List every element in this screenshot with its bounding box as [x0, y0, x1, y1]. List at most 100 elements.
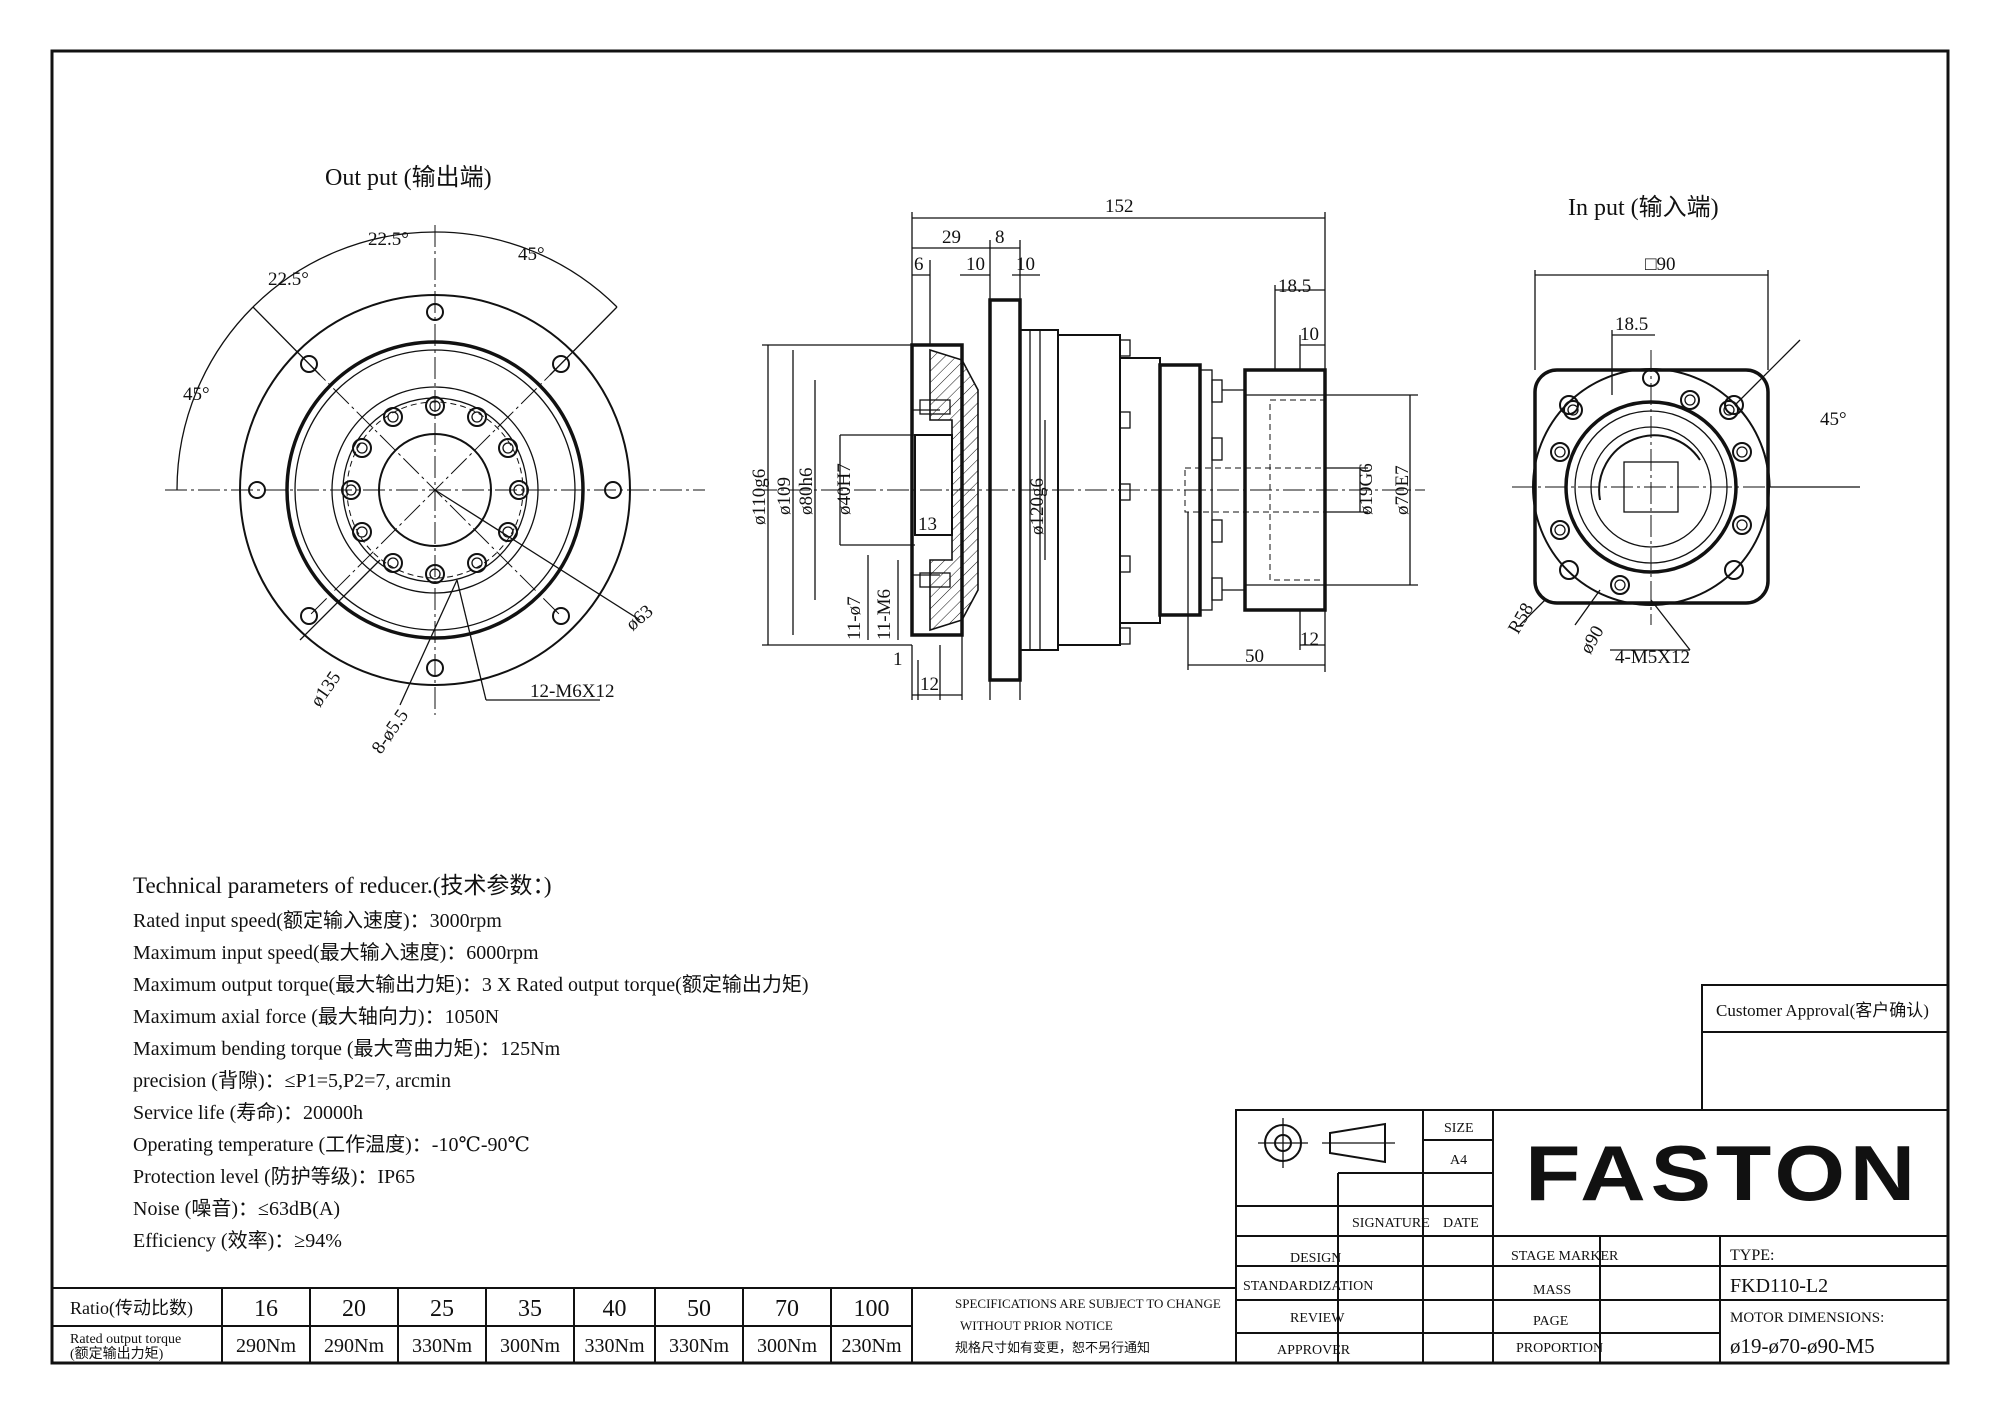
motor-dimensions-label: MOTOR DIMENSIONS: — [1730, 1310, 1884, 1326]
customer-approval-label: Customer Approval(客户确认) — [1716, 1001, 1929, 1020]
side-dia-19: ø19G6 — [1356, 463, 1377, 515]
torque-value: 300Nm — [500, 1335, 560, 1357]
side-dia-7: 11-ø7 — [844, 596, 865, 640]
side-len-152: 152 — [1105, 196, 1134, 217]
date-label: DATE — [1443, 1216, 1479, 1231]
torque-value: 330Nm — [585, 1335, 645, 1357]
output-angle-top: 22.5° — [368, 229, 409, 250]
input-view: In put (输入端) □90 18.5 4 — [1504, 194, 1860, 668]
size-value: A4 — [1450, 1153, 1467, 1168]
input-holes: 4-M5X12 — [1615, 647, 1690, 668]
motor-dimensions-value: ø19-ø70-ø90-M5 — [1730, 1334, 1875, 1358]
title-block: SIZE A4 SIGNATURE DATE DESIGN STANDARDIZ… — [1235, 1109, 1949, 1364]
output-holes-8: 8-ø5.5 — [368, 706, 413, 758]
stage-marker-label: STAGE MARKER — [1511, 1249, 1619, 1264]
design-label: DESIGN — [1290, 1251, 1341, 1266]
tech-line: Service life (寿命)：20000h — [133, 1101, 363, 1124]
tech-line: Protection level (防护等级)：IP65 — [133, 1165, 415, 1188]
output-12-tapped-holes — [341, 396, 529, 584]
side-len-10a: 10 — [966, 254, 985, 275]
output-holes-12: 12-M6X12 — [530, 681, 614, 702]
standardization-label: STANDARDIZATION — [1243, 1279, 1373, 1294]
output-dia-63: ø63 — [622, 601, 657, 635]
torque-value: 300Nm — [757, 1335, 817, 1357]
tech-line: Operating temperature (工作温度)：-10℃-90℃ — [133, 1133, 530, 1156]
notice-line-3: 规格尺寸如有变更，恕不另行通知 — [955, 1340, 1150, 1355]
mass-label: MASS — [1533, 1283, 1571, 1298]
side-len-29: 29 — [942, 227, 961, 248]
tech-line: Maximum input speed(最大输入速度)：6000rpm — [133, 941, 539, 964]
side-len-18-5: 18.5 — [1278, 276, 1311, 297]
tech-line: Maximum output torque(最大输出力矩)：3 X Rated … — [133, 973, 808, 996]
input-dia-90: ø90 — [1576, 622, 1608, 657]
input-view-title: In put (输入端) — [1568, 194, 1719, 221]
output-view-title: Out put (输出端) — [325, 164, 492, 191]
side-len-13: 13 — [918, 514, 937, 535]
type-label: TYPE: — [1730, 1247, 1774, 1264]
torque-value: 290Nm — [324, 1335, 384, 1357]
ratio-table: Ratio(传动比数) Rated output torque (额定输出力矩)… — [51, 1287, 1237, 1364]
output-angle-left-upper: 22.5° — [268, 269, 309, 290]
notice-line-1: SPECIFICATIONS ARE SUBJECT TO CHANGE — [955, 1296, 1221, 1311]
side-len-8: 8 — [995, 227, 1005, 248]
side-m6: 11-M6 — [874, 589, 895, 640]
output-angle-right: 45° — [518, 244, 545, 265]
ratio-value: 50 — [687, 1296, 711, 1322]
torque-value: 290Nm — [236, 1335, 296, 1357]
output-view: Out put (输出端) — [165, 164, 705, 758]
side-len-1: 1 — [893, 649, 903, 670]
torque-label: Rated output torque — [70, 1332, 181, 1347]
tech-line: precision (背隙)：≤P1=5,P2=7, arcmin — [133, 1069, 451, 1092]
torque-value: 230Nm — [842, 1335, 902, 1357]
torque-value: 330Nm — [669, 1335, 729, 1357]
ratio-value: 70 — [775, 1296, 799, 1322]
input-len-18-5: 18.5 — [1615, 314, 1648, 335]
torque-value: 330Nm — [412, 1335, 472, 1357]
side-dia-120: ø120g6 — [1027, 478, 1048, 535]
side-dia-110: ø110g6 — [749, 469, 770, 525]
side-len-50: 50 — [1245, 646, 1264, 667]
side-len-6: 6 — [914, 254, 924, 275]
side-dia-40: ø40H7 — [834, 463, 855, 515]
side-view: 152 29 8 6 10 10 — [749, 196, 1425, 700]
side-dia-109: ø109 — [774, 477, 795, 515]
side-len-12b: 12 — [1300, 629, 1319, 650]
type-value: FKD110-L2 — [1730, 1275, 1828, 1297]
input-r58: R58 — [1504, 600, 1538, 638]
page-label: PAGE — [1533, 1314, 1568, 1329]
ratio-value: 40 — [603, 1296, 627, 1322]
tech-line: Rated input speed(额定输入速度)：3000rpm — [133, 909, 502, 932]
tech-line: Maximum bending torque (最大弯曲力矩)：125Nm — [133, 1037, 561, 1060]
proportion-label: PROPORTION — [1516, 1341, 1603, 1356]
side-dia-70: ø70E7 — [1392, 465, 1413, 515]
tech-title: Technical parameters of reducer.(技术参数：) — [133, 873, 552, 898]
size-label: SIZE — [1444, 1121, 1474, 1136]
output-dia-135: ø135 — [306, 668, 345, 711]
side-dia-80: ø80h6 — [796, 468, 817, 516]
output-angle-left: 45° — [183, 384, 210, 405]
tech-line: Efficiency (效率)：≥94% — [133, 1229, 342, 1252]
ratio-value: 100 — [854, 1296, 890, 1322]
notice-line-2: WITHOUT PRIOR NOTICE — [960, 1318, 1113, 1333]
ratio-value: 25 — [430, 1296, 454, 1322]
review-label: REVIEW — [1290, 1311, 1345, 1326]
tech-parameters: Technical parameters of reducer.(技术参数：) … — [133, 873, 808, 1252]
output-8-holes — [248, 303, 622, 677]
ratio-value: 35 — [518, 1296, 542, 1322]
ratio-value: 20 — [342, 1296, 366, 1322]
customer-approval-box: Customer Approval(客户确认) — [1701, 984, 1949, 1111]
input-square-90: □90 — [1645, 254, 1675, 275]
ratio-value: 16 — [254, 1296, 278, 1322]
tech-line: Maximum axial force (最大轴向力)：1050N — [133, 1005, 499, 1028]
ratio-label: Ratio(传动比数) — [70, 1298, 193, 1319]
side-len-12a: 12 — [920, 674, 939, 695]
approver-label: APPROVER — [1277, 1343, 1351, 1358]
faston-logo: FASTON — [1525, 1129, 1920, 1217]
side-len-10c: 10 — [1300, 324, 1319, 345]
tech-line: Noise (噪音)：≤63dB(A) — [133, 1197, 340, 1220]
signature-label: SIGNATURE — [1352, 1216, 1430, 1231]
torque-label-cn: (额定输出力矩) — [70, 1346, 164, 1362]
input-angle-45: 45° — [1820, 409, 1847, 430]
side-len-10b: 10 — [1016, 254, 1035, 275]
